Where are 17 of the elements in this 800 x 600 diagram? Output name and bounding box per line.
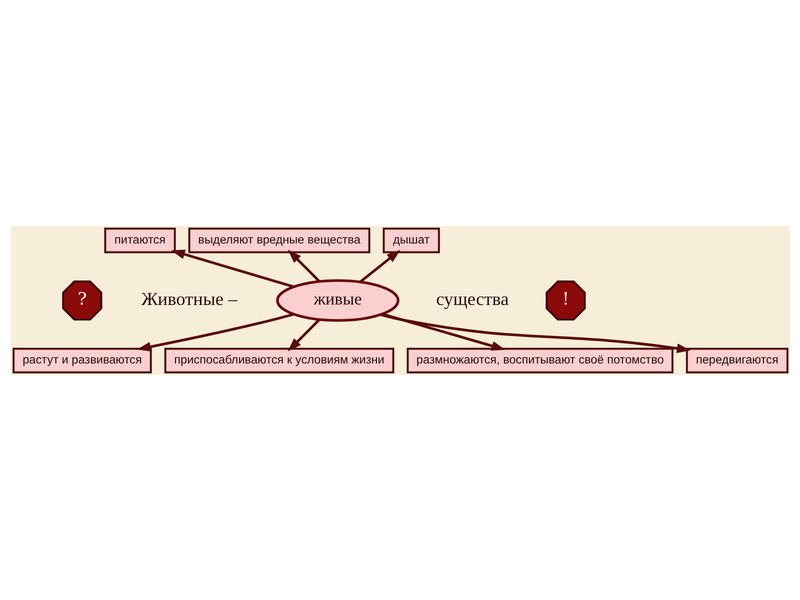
node-box: приспосабливаются к условиям жизни — [164, 347, 394, 373]
node-box: питаются — [104, 227, 176, 253]
arrow — [136, 312, 294, 352]
arrow — [287, 318, 320, 351]
arrow — [170, 249, 294, 288]
node-label: существа — [436, 288, 508, 309]
arrow — [287, 249, 320, 282]
arrow — [380, 312, 690, 353]
node-box: передвигаются — [685, 347, 788, 373]
node-box: растут и развиваются — [12, 347, 152, 373]
node-box: дышат — [382, 227, 440, 253]
arrow — [359, 249, 400, 282]
node-box: размножаются, воспитывают своё потомство — [406, 347, 673, 373]
arrow — [381, 312, 505, 350]
node-ellipse: живые — [276, 278, 399, 322]
node-label: Животные – — [140, 288, 237, 309]
node-box: выделяют вредные вещества — [188, 227, 370, 253]
